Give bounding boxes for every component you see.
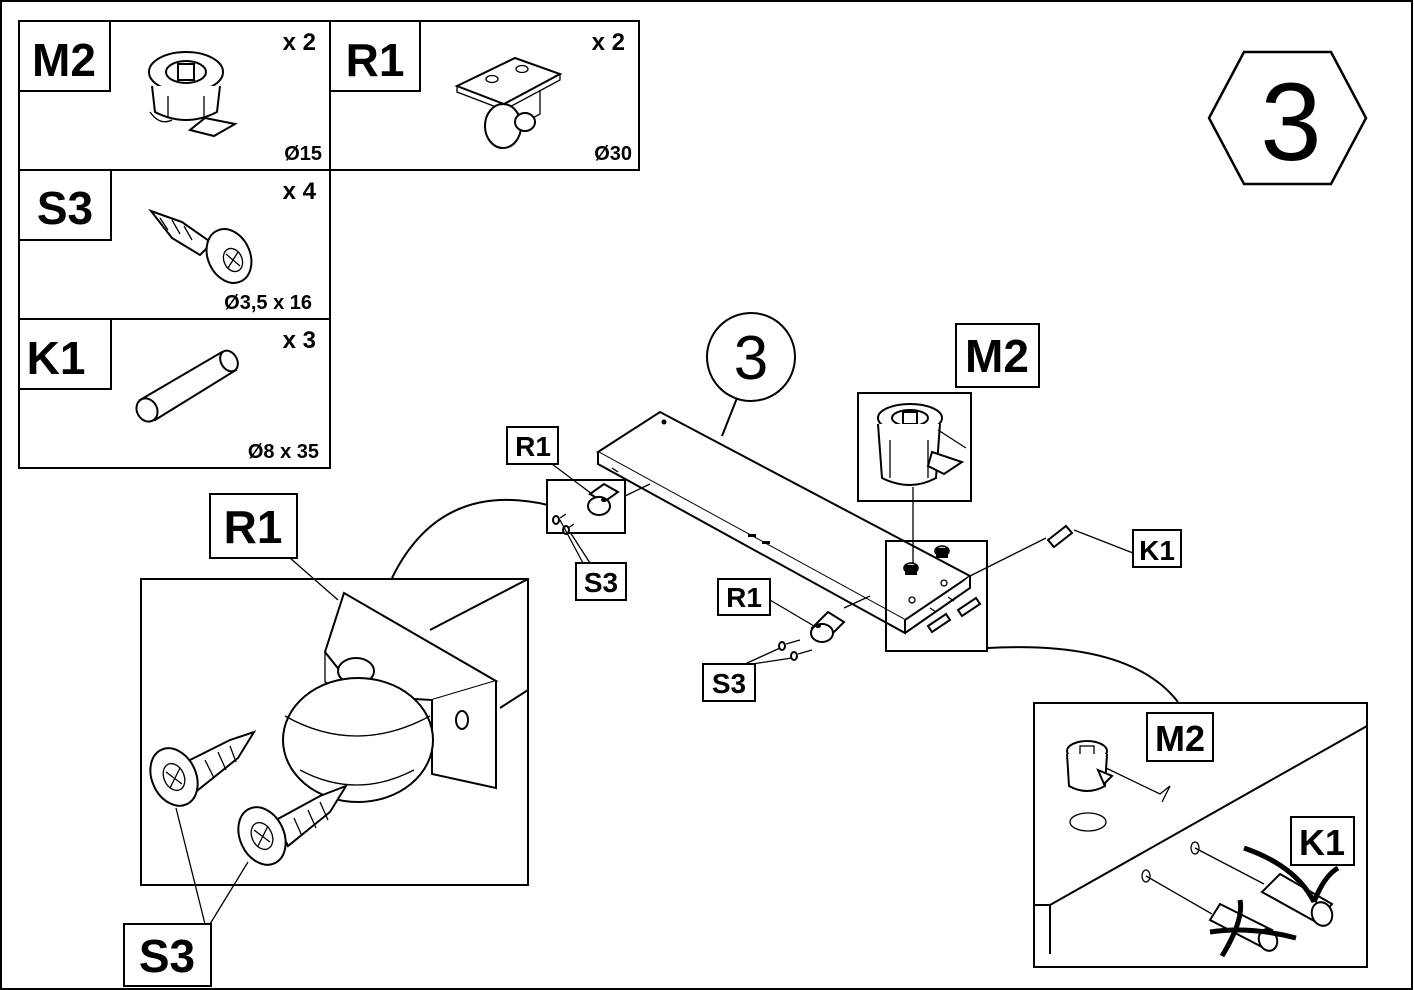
dowel-placement-detail-view bbox=[1033, 702, 1368, 968]
part-cell-m2: M2 x 2 Ø15 bbox=[18, 20, 322, 165]
parts-table: M2 x 2 Ø15 R1 x 2 Ø30 bbox=[18, 20, 640, 469]
board-number-callout: 3 bbox=[706, 312, 796, 437]
svg-text:R1: R1 bbox=[224, 501, 283, 553]
dowel-icon bbox=[135, 349, 239, 423]
part-quantity: x 4 bbox=[283, 178, 317, 205]
svg-text:R1: R1 bbox=[726, 582, 762, 613]
caster-detail-view bbox=[140, 578, 529, 886]
r1-callout-left: R1 bbox=[506, 426, 593, 495]
part-quantity: x 2 bbox=[283, 29, 316, 56]
k1-callout-right: K1 bbox=[1132, 529, 1182, 568]
part-dimension: Ø15 bbox=[284, 143, 322, 165]
svg-text:M2: M2 bbox=[1155, 718, 1205, 759]
r1-callout-mid: R1 bbox=[717, 578, 815, 627]
part-dimension: Ø30 bbox=[594, 143, 632, 165]
caster-wheel-icon bbox=[454, 56, 563, 149]
dowel-right bbox=[969, 524, 1134, 577]
screw-icon bbox=[148, 208, 253, 284]
s3-callout-mid: S3 bbox=[702, 647, 793, 702]
svg-text:M2: M2 bbox=[965, 330, 1029, 382]
part-dimension: Ø8 x 35 bbox=[248, 441, 319, 463]
part-dimension: Ø3,5 x 16 bbox=[224, 292, 312, 314]
board-number: 3 bbox=[734, 324, 768, 393]
part-code: S3 bbox=[37, 182, 93, 234]
step-number-badge: 3 bbox=[1207, 50, 1368, 186]
board-end-detail-box bbox=[885, 540, 988, 652]
part-quantity: x 2 bbox=[592, 29, 625, 56]
svg-text:S3: S3 bbox=[584, 567, 618, 598]
m2-callout-top: M2 bbox=[955, 323, 1040, 388]
caster-left-closeup bbox=[546, 479, 651, 535]
caster-mid bbox=[778, 595, 871, 661]
part-code: R1 bbox=[346, 34, 405, 86]
svg-text:K1: K1 bbox=[1139, 535, 1175, 566]
svg-text:R1: R1 bbox=[515, 431, 551, 462]
m2-callout-detail: M2 bbox=[1146, 712, 1214, 762]
cam-lock-icon bbox=[148, 51, 238, 138]
detail-connector-left bbox=[391, 498, 549, 579]
s3-callout-detail: S3 bbox=[123, 807, 249, 987]
svg-text:S3: S3 bbox=[139, 930, 195, 982]
part-quantity: x 3 bbox=[283, 327, 316, 354]
detail-connector-right bbox=[986, 646, 1179, 703]
svg-text:S3: S3 bbox=[712, 668, 746, 699]
part-cell-r1: R1 x 2 Ø30 bbox=[329, 20, 632, 165]
part-cell-k1: K1 x 3 Ø8 x 35 bbox=[18, 318, 319, 463]
step-number: 3 bbox=[1260, 61, 1321, 184]
part-code: K1 bbox=[27, 332, 86, 384]
part-code: M2 bbox=[32, 34, 96, 86]
part-cell-s3: S3 x 4 Ø3,5 x 16 bbox=[18, 169, 317, 314]
cam-lock-closeup bbox=[857, 392, 972, 572]
k1-callout-detail: K1 bbox=[1290, 816, 1355, 866]
s3-callout-left: S3 bbox=[559, 519, 627, 601]
r1-callout-detail: R1 bbox=[209, 493, 339, 601]
svg-text:K1: K1 bbox=[1299, 822, 1345, 863]
